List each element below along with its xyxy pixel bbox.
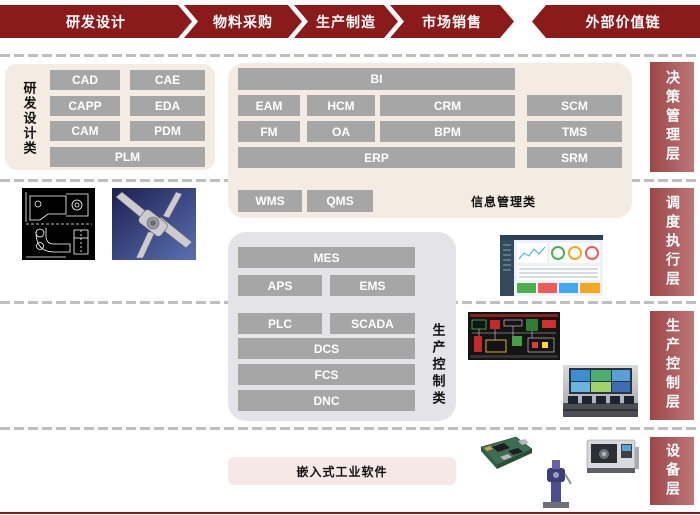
stage-external-value-chain: 外部价值链 [532,5,700,38]
software-capp: CAPP [50,96,120,116]
software-hcm: HCM [307,95,375,116]
layer-label: 决策管理层 [664,69,680,165]
layer-scheduling-execution: 调度执行层 [650,188,694,296]
stage-manufacturing: 生产制造 [294,5,398,38]
stage-marketing: 市场销售 [390,5,514,38]
software-crm: CRM [380,95,515,116]
control-room-image [563,365,638,417]
circuit-board-image [480,436,533,469]
robot-equipment-image [543,460,572,508]
software-eda: EDA [130,96,205,116]
software-tms: TMS [527,121,622,142]
software-dcs: DCS [238,338,415,359]
stage-procurement: 物料采购 [184,5,302,38]
layer-label: 调度执行层 [664,194,680,290]
layer-label: 生产控制层 [664,318,680,413]
software-bpm: BPM [380,121,515,142]
software-eam: EAM [238,95,300,116]
rd-design-panel: 研发设计类 CAD CAE CAPP EDA CAM PDM PLM [5,64,215,170]
dashed-divider [0,54,700,57]
embedded-software-label: 嵌入式工业软件 [296,464,388,479]
layer-production-control: 生产控制层 [650,311,694,420]
software-wms: WMS [238,190,302,212]
software-plc: PLC [238,313,322,334]
software-oa: OA [307,121,375,142]
software-pdm: PDM [130,121,205,141]
production-control-panel: MES APS EMS PLC SCADA DCS FCS DNC 生产控制类 [228,232,456,421]
software-erp: ERP [238,147,515,168]
layer-equipment: 设备层 [650,437,694,505]
rd-design-label: 研发设计类 [20,80,36,156]
software-cam: CAM [50,121,120,141]
layer-decision-management: 决策管理层 [650,62,694,172]
software-ems: EMS [330,275,415,296]
software-aps: APS [238,275,322,296]
software-qms: QMS [307,190,373,212]
cad-drawing-image [22,188,95,260]
software-scada: SCADA [330,313,415,334]
software-srm: SRM [527,147,622,168]
software-cae: CAE [130,70,205,90]
dashboard-screenshot-image [500,235,603,296]
software-scm: SCM [527,95,622,116]
value-chain-banner: 研发设计 物料采购 生产制造 市场销售 外部价值链 [0,5,700,38]
scada-screen-image [468,312,560,360]
software-bi: BI [238,68,515,90]
cnc-machine-image [586,439,639,473]
dashed-divider [0,427,700,430]
software-fcs: FCS [238,364,415,385]
software-plm: PLM [50,147,205,167]
stage-rd-design: 研发设计 [0,5,192,38]
info-management-label: 信息管理类 [471,195,537,209]
software-mes: MES [238,247,415,268]
software-fm: FM [238,121,300,142]
embedded-software-panel: 嵌入式工业软件 [228,457,456,485]
production-control-label: 生产控制类 [429,322,445,408]
bottom-rule [0,512,700,514]
software-cad: CAD [50,70,120,90]
layer-label: 设备层 [664,442,680,500]
software-dnc: DNC [238,390,415,411]
cae-model-image [112,188,196,260]
info-management-panel: BI EAM HCM CRM SCM FM OA BPM TMS ERP SRM… [228,63,632,218]
